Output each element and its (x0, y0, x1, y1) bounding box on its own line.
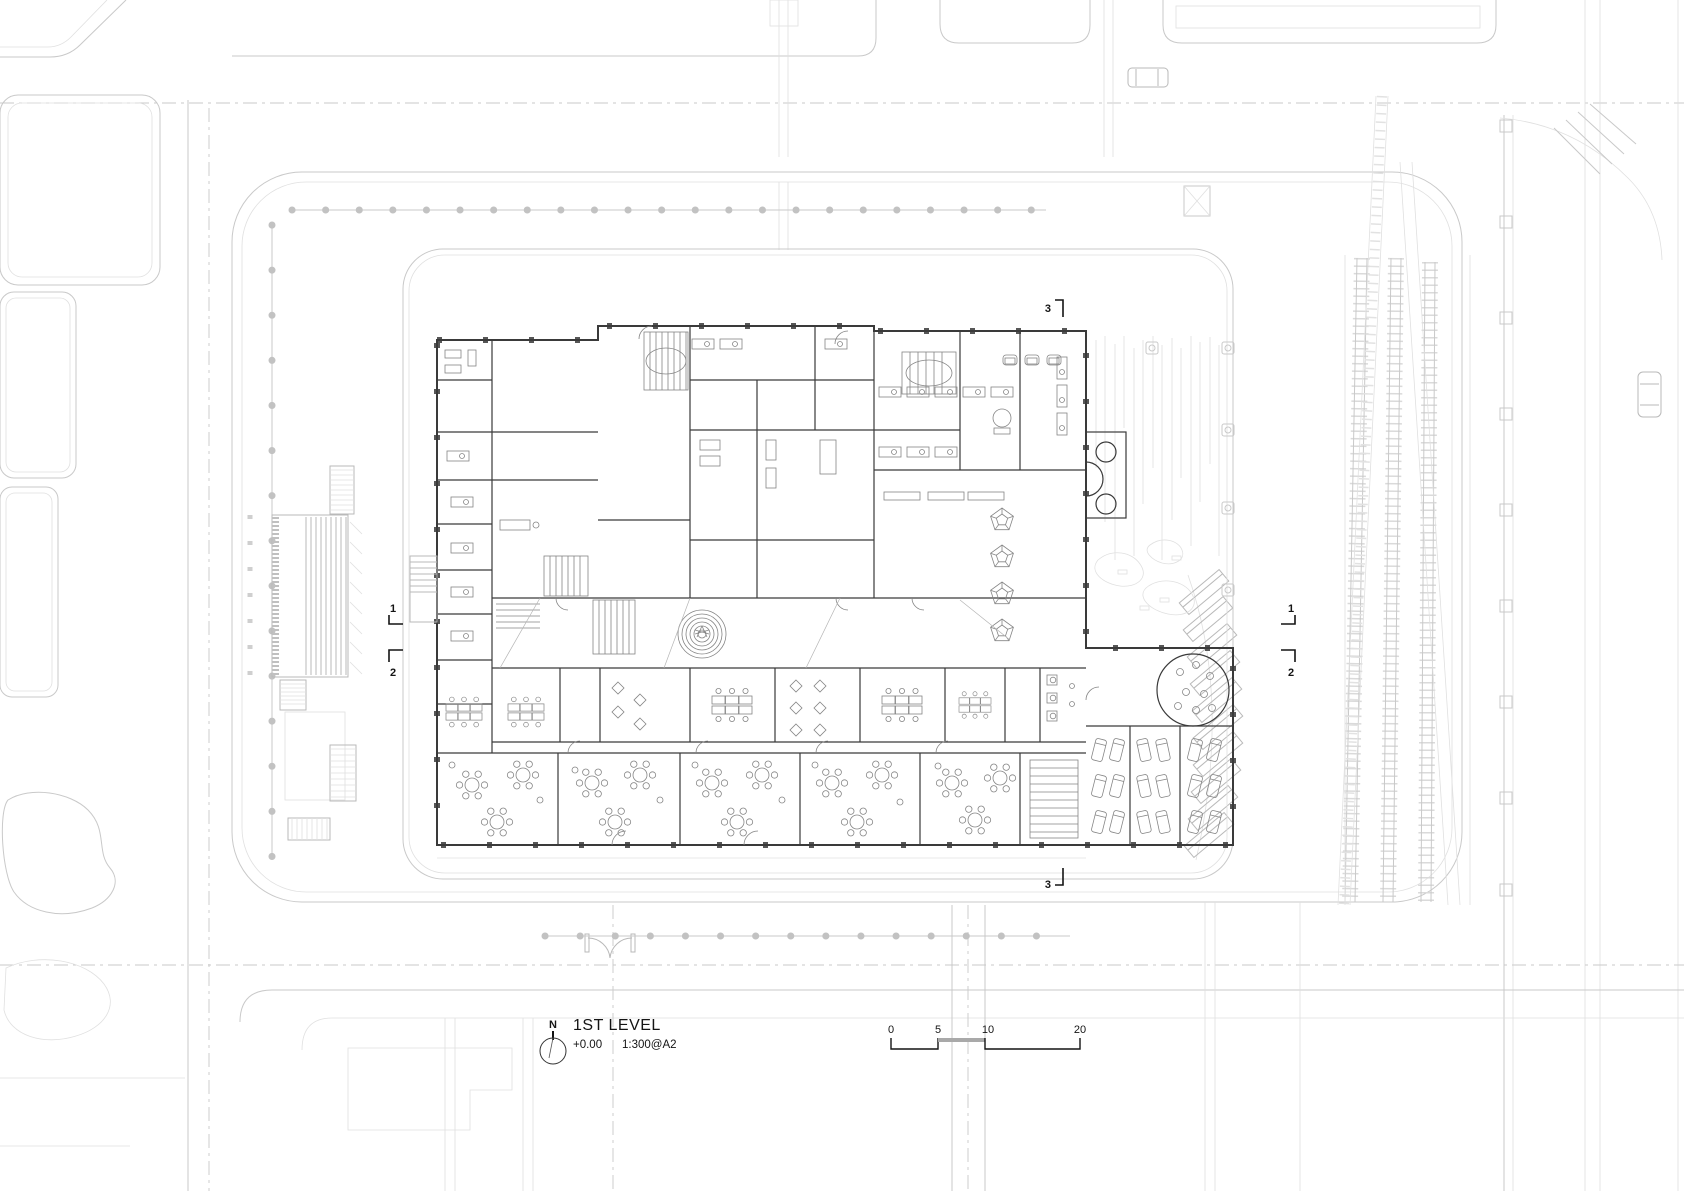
west-porch (409, 555, 438, 623)
svg-text:N: N (549, 1019, 557, 1031)
door-arcs (555, 325, 1100, 846)
railway-tracks (1337, 95, 1471, 906)
plan-scale: 1:300@A2 (622, 1039, 677, 1051)
site-fence (402, 248, 1234, 880)
svg-text:3: 3 (1045, 303, 1051, 315)
west-offices (445, 496, 545, 728)
section-marker-3-top: 3 (1045, 299, 1064, 317)
plan-level: +0.00 (573, 1039, 602, 1051)
neighbor-building (247, 465, 363, 841)
sand-play-area (1094, 539, 1195, 616)
title-block: N 1ST LEVEL +0.00 1:300@A2 (539, 1017, 677, 1065)
building (409, 323, 1236, 859)
lobby-furniture (992, 354, 1062, 435)
scale-bar: 0 5 10 20 (888, 1024, 1086, 1050)
section-marker-3-bottom: 3 (1045, 868, 1064, 891)
nap-rooms (1090, 737, 1223, 835)
gym-furniture (444, 349, 540, 531)
stairs (496, 331, 1079, 839)
section-marker-1-left: 1 (388, 603, 403, 625)
svg-text:20: 20 (1074, 1024, 1086, 1036)
svg-text:10: 10 (982, 1024, 994, 1036)
section-marker-1-right: 1 (1281, 603, 1296, 625)
svg-text:0: 0 (888, 1024, 894, 1036)
building-outline (436, 325, 1234, 846)
svg-text:2: 2 (1288, 667, 1294, 679)
middle-band-furniture (611, 674, 1075, 737)
section-markers: 3 3 1 2 1 2 (388, 299, 1296, 891)
plan-title: 1ST LEVEL (573, 1017, 661, 1034)
circular-playroom (1156, 653, 1230, 727)
svg-text:5: 5 (935, 1024, 941, 1036)
svg-text:1: 1 (1288, 603, 1294, 615)
cars (1127, 67, 1662, 418)
section-marker-2-right: 2 (1281, 649, 1296, 679)
interior-walls (437, 326, 1233, 845)
play-pentagons (959, 507, 1014, 642)
svg-text:3: 3 (1045, 879, 1051, 891)
courtyard-spiral (499, 597, 841, 669)
east-niche (1085, 431, 1127, 519)
north-arrow: N (539, 1019, 567, 1065)
garden-paving (1095, 336, 1235, 597)
svg-text:1: 1 (390, 603, 396, 615)
kitchen-equipment (691, 338, 1068, 501)
svg-text:2: 2 (390, 667, 396, 679)
left-city-blocks (0, 94, 161, 698)
pond (0, 791, 513, 1147)
classroom-tables (448, 760, 1017, 837)
street-trees (268, 206, 1074, 940)
section-marker-2-left: 2 (388, 649, 403, 679)
